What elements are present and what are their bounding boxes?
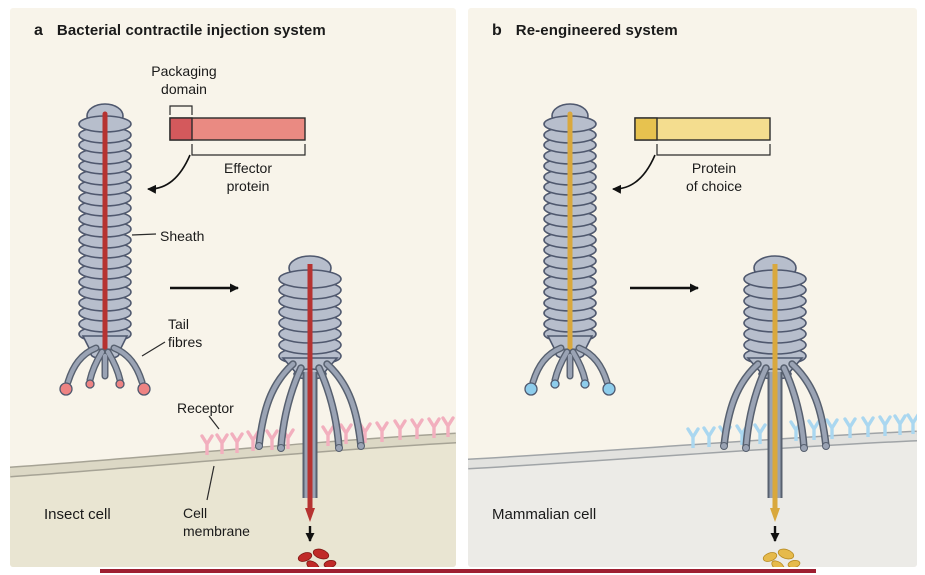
receptor-pointer-line xyxy=(208,415,220,430)
cell-membrane xyxy=(10,434,456,476)
insect-cell-region xyxy=(10,438,456,567)
released-proteins xyxy=(762,548,801,567)
panel-b-title: Re-engineered system xyxy=(515,22,678,39)
packaging-domain-segment xyxy=(634,117,658,141)
cell-membrane xyxy=(468,432,917,468)
panel-a: a Bacterial contractile injection system… xyxy=(10,8,456,567)
cell-membrane-label: Cell membrane xyxy=(183,505,250,540)
packaging-domain-segment xyxy=(169,117,193,141)
injection-system-extended xyxy=(525,104,615,395)
panel-b-graphics xyxy=(468,8,917,567)
effector-protein-label: Effector protein xyxy=(224,160,272,195)
tail-fibres-pointer-line xyxy=(141,341,166,357)
protein-of-choice-label: Protein of choice xyxy=(685,160,743,195)
figure-bottom-rule xyxy=(100,569,816,573)
injection-system-extended xyxy=(60,104,150,395)
panel-b-header: b Re-engineered system xyxy=(492,22,678,40)
protein-of-choice-bracket xyxy=(656,144,771,156)
sheath-pointer-line xyxy=(131,233,157,236)
released-effector-proteins xyxy=(297,548,337,567)
mammalian-cell-region xyxy=(468,436,917,567)
panel-a-header: a Bacterial contractile injection system xyxy=(34,22,326,40)
sheath-label: Sheath xyxy=(160,228,205,244)
effector-protein-bracket xyxy=(191,144,306,156)
panel-b-letter: b xyxy=(492,22,502,39)
tail-fibres-label: Tail fibres xyxy=(168,316,203,351)
packaging-domain-label: Packaging domain xyxy=(151,63,217,98)
panel-a-letter: a xyxy=(34,22,43,39)
panel-a-graphics xyxy=(10,8,456,567)
insect-cell-label: Insect cell xyxy=(44,506,111,523)
cell-membrane-pointer-line xyxy=(206,465,215,501)
panel-a-title: Bacterial contractile injection system xyxy=(56,22,326,39)
packaging-domain-bracket xyxy=(169,105,193,115)
cargo-loading-arrow-icon xyxy=(147,154,191,194)
receptor-label: Receptor xyxy=(177,400,234,416)
cargo-loading-arrow-icon xyxy=(612,154,656,194)
mammalian-cell-label: Mammalian cell xyxy=(492,506,597,523)
panel-b: b Re-engineered system Protein of choice… xyxy=(468,8,917,567)
